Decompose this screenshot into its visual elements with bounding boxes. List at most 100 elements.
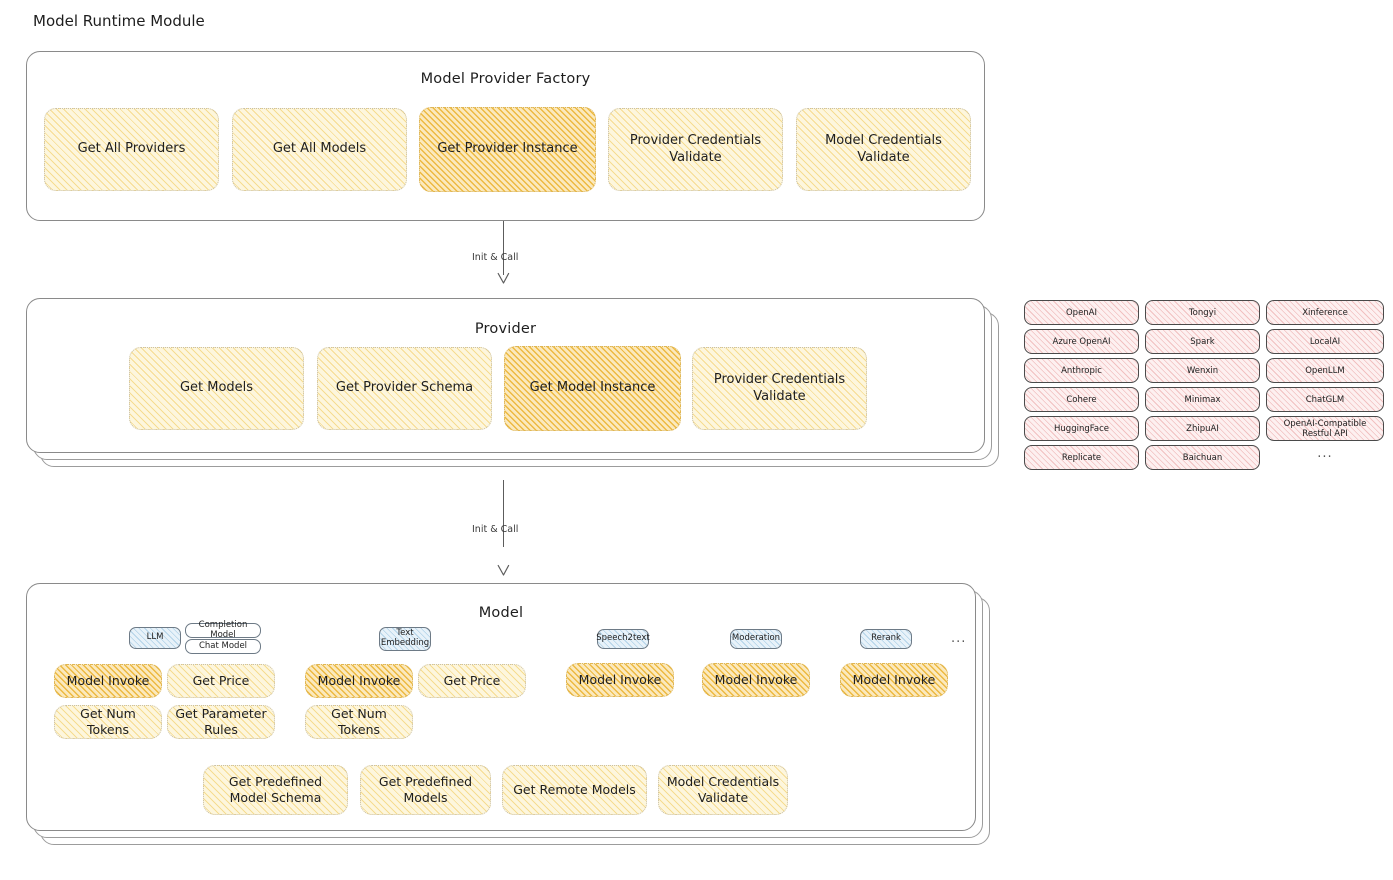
provider-chip-anthropic[interactable]: Anthropic xyxy=(1024,358,1139,383)
tag-label: Speech2text xyxy=(596,633,650,644)
text-embedding-node-get-num-tokens[interactable]: Get Num Tokens xyxy=(305,705,413,739)
moderation-node-model-invoke[interactable]: Model Invoke xyxy=(702,663,810,697)
model-group-tag-llm[interactable]: LLM xyxy=(129,627,181,649)
llm-node-get-num-tokens[interactable]: Get Num Tokens xyxy=(54,705,162,739)
provider-node-get-provider-schema[interactable]: Get Provider Schema xyxy=(317,347,492,430)
arrow-1-label: Init & Call xyxy=(472,252,519,263)
chip-label: Tongyi xyxy=(1188,307,1217,318)
provider-node-get-models[interactable]: Get Models xyxy=(129,347,304,430)
chip-label: Wenxin xyxy=(1186,365,1219,376)
chip-label: HuggingFace xyxy=(1054,423,1109,434)
node-label: Model Credentials Validate xyxy=(666,774,780,805)
tag-label: Completion Model xyxy=(198,620,248,640)
model-node-get-remote-models[interactable]: Get Remote Models xyxy=(502,765,647,815)
tag-label: LLM xyxy=(146,632,164,643)
arrow-1-line xyxy=(503,221,505,275)
llm-node-get-parameter-rules[interactable]: Get Parameter Rules xyxy=(167,705,275,739)
model-group-tag-speech2text[interactable]: Speech2text xyxy=(596,629,650,649)
node-label: Model Credentials Validate xyxy=(825,132,942,165)
provider-node-get-model-instance[interactable]: Get Model Instance xyxy=(504,346,681,431)
arrow-1-head xyxy=(497,272,510,284)
node-label: Get Model Instance xyxy=(529,380,656,396)
provider-chip-openllm[interactable]: OpenLLM xyxy=(1266,358,1384,383)
provider-title: Provider xyxy=(474,321,537,337)
model-subtag-completion-model[interactable]: Completion Model xyxy=(185,620,261,640)
tag-label: Rerank xyxy=(871,633,901,644)
chip-label: Replicate xyxy=(1061,452,1102,463)
provider-chip-wenxin[interactable]: Wenxin xyxy=(1145,358,1260,383)
provider-chip-spark[interactable]: Spark xyxy=(1145,329,1260,354)
node-label: Model Invoke xyxy=(317,673,401,688)
provider-chip-huggingface[interactable]: HuggingFace xyxy=(1024,416,1139,441)
node-label: Get Provider Instance xyxy=(437,141,578,157)
model-group-tag-text-embedding[interactable]: Text Embedding xyxy=(379,627,431,651)
arrow-2-head xyxy=(497,564,510,576)
arrow-2-line xyxy=(503,480,505,547)
page-title: Model Runtime Module xyxy=(33,12,205,30)
model-card: Model xyxy=(26,583,976,831)
model-group-tag-rerank[interactable]: Rerank xyxy=(860,629,912,649)
node-label: Get All Providers xyxy=(77,141,186,157)
provider-chip-openai-compatible-restful-api[interactable]: OpenAI-Compatible Restful API xyxy=(1266,416,1384,441)
factory-node-get-all-providers[interactable]: Get All Providers xyxy=(44,108,219,191)
text-embedding-node-model-invoke[interactable]: Model Invoke xyxy=(305,664,413,698)
node-label: Get Remote Models xyxy=(513,782,636,797)
chip-label: Anthropic xyxy=(1061,365,1102,376)
provider-chip-minimax[interactable]: Minimax xyxy=(1145,387,1260,412)
chip-label: OpenAI xyxy=(1065,307,1098,318)
node-label: Provider Credentials Validate xyxy=(713,371,846,404)
model-subtag-chat-model[interactable]: Chat Model xyxy=(185,639,261,654)
node-label: Get Price xyxy=(443,673,501,688)
node-label: Get Num Tokens xyxy=(80,706,136,737)
model-node-get-predefined-models[interactable]: Get Predefined Models xyxy=(360,765,491,815)
node-label: Get Predefined Models xyxy=(378,774,473,805)
provider-chip-baichuan[interactable]: Baichuan xyxy=(1145,445,1260,470)
tag-label: Text Embedding xyxy=(380,628,430,648)
model-node-model-credentials-validate[interactable]: Model Credentials Validate xyxy=(658,765,788,815)
rerank-node-model-invoke[interactable]: Model Invoke xyxy=(840,663,948,697)
provider-chip-xinference[interactable]: Xinference xyxy=(1266,300,1384,325)
node-label: Get All Models xyxy=(272,141,367,157)
provider-chip-tongyi[interactable]: Tongyi xyxy=(1145,300,1260,325)
chip-label: Baichuan xyxy=(1182,452,1223,463)
text-embedding-node-get-price[interactable]: Get Price xyxy=(418,664,526,698)
chip-label: Cohere xyxy=(1066,394,1097,405)
chip-label: Minimax xyxy=(1184,394,1221,405)
node-label: Get Predefined Model Schema xyxy=(228,774,323,805)
provider-list: OpenAI Azure OpenAI Anthropic Cohere Hug… xyxy=(1024,300,1384,475)
factory-node-get-all-models[interactable]: Get All Models xyxy=(232,108,407,191)
chip-label: ChatGLM xyxy=(1305,394,1345,405)
tag-label: Chat Model xyxy=(198,640,248,651)
provider-chip-replicate[interactable]: Replicate xyxy=(1024,445,1139,470)
factory-node-provider-credentials-validate[interactable]: Provider Credentials Validate xyxy=(608,108,783,191)
provider-chip-zhipuai[interactable]: ZhipuAI xyxy=(1145,416,1260,441)
llm-node-get-price[interactable]: Get Price xyxy=(167,664,275,698)
tag-label: Moderation xyxy=(731,633,781,644)
node-label: Get Provider Schema xyxy=(335,380,474,396)
model-node-get-predefined-model-schema[interactable]: Get Predefined Model Schema xyxy=(203,765,348,815)
provider-list-more: ... xyxy=(1317,446,1333,461)
factory-node-model-credentials-validate[interactable]: Model Credentials Validate xyxy=(796,108,971,191)
provider-chip-cohere[interactable]: Cohere xyxy=(1024,387,1139,412)
node-label: Provider Credentials Validate xyxy=(629,132,762,165)
speech2text-node-model-invoke[interactable]: Model Invoke xyxy=(566,663,674,697)
node-label: Get Models xyxy=(179,380,254,396)
node-label: Get Parameter Rules xyxy=(175,706,267,737)
node-label: Model Invoke xyxy=(852,672,936,687)
provider-chip-openai[interactable]: OpenAI xyxy=(1024,300,1139,325)
provider-chip-localai[interactable]: LocalAI xyxy=(1266,329,1384,354)
node-label: Model Invoke xyxy=(66,673,150,688)
chip-label: ZhipuAI xyxy=(1186,423,1219,434)
node-label: Get Num Tokens xyxy=(331,706,387,737)
provider-node-provider-credentials-validate[interactable]: Provider Credentials Validate xyxy=(692,347,867,430)
chip-label: LocalAI xyxy=(1309,336,1341,347)
factory-node-get-provider-instance[interactable]: Get Provider Instance xyxy=(419,107,596,192)
llm-node-model-invoke[interactable]: Model Invoke xyxy=(54,664,162,698)
model-groups-more: ... xyxy=(951,631,967,646)
node-label: Model Invoke xyxy=(714,672,798,687)
provider-chip-chatglm[interactable]: ChatGLM xyxy=(1266,387,1384,412)
chip-label: Azure OpenAI xyxy=(1052,336,1111,347)
model-group-tag-moderation[interactable]: Moderation xyxy=(730,629,782,649)
provider-chip-azure-openai[interactable]: Azure OpenAI xyxy=(1024,329,1139,354)
